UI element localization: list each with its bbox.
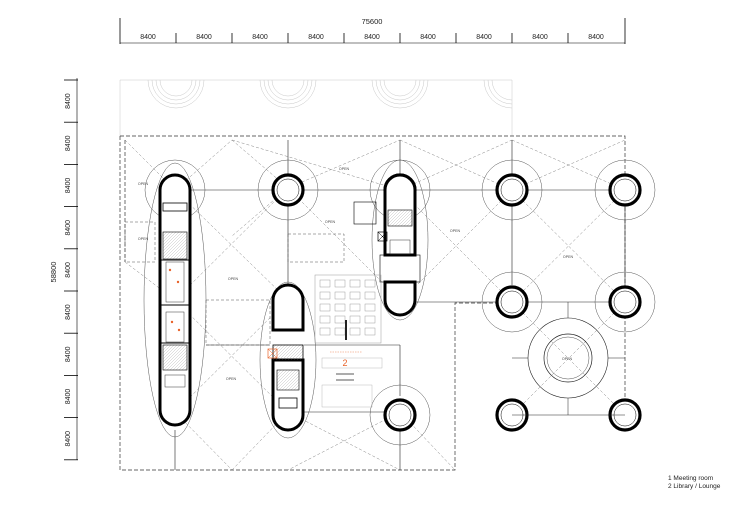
left-service-core xyxy=(143,162,207,438)
slab-outline xyxy=(119,135,626,471)
bay-width-label: 8400 xyxy=(140,34,156,41)
open-label: OPEN xyxy=(450,229,461,233)
upper-canopy-area xyxy=(119,79,513,136)
open-label: OPEN xyxy=(562,357,573,361)
open-label: OPEN xyxy=(563,255,574,259)
column xyxy=(271,173,305,207)
dashed-room-outlines xyxy=(124,221,345,346)
legend-item-meeting-room: 1 Meeting room xyxy=(668,475,714,482)
legend: 1 Meeting room 2 Library / Lounge xyxy=(668,475,720,491)
bay-height-label: 8400 xyxy=(65,346,72,362)
circular-atrium xyxy=(512,302,625,416)
columns xyxy=(271,173,642,432)
bay-height-label: 8400 xyxy=(65,262,72,278)
open-label: OPEN xyxy=(226,377,237,381)
bay-height-label: 8400 xyxy=(65,220,72,236)
bay-width-label: 8400 xyxy=(588,34,604,41)
total-width-label: 75600 xyxy=(362,17,383,26)
open-labels: OPEN OPEN OPEN OPEN OPEN OPEN OPEN OPEN OPEN xyxy=(138,167,574,381)
open-label: OPEN xyxy=(339,167,350,171)
right-service-core xyxy=(353,159,429,321)
bay-height-label: 8400 xyxy=(65,431,72,447)
open-label: OPEN xyxy=(228,277,239,281)
library-lounge-room-number: 2 xyxy=(342,358,347,368)
column xyxy=(383,398,417,432)
bay-width-label: 8400 xyxy=(364,34,380,41)
bay-height-label: 8400 xyxy=(65,93,72,109)
bay-height-label: 8400 xyxy=(65,178,72,194)
void-diagonals xyxy=(124,139,626,471)
bay-width-label: 8400 xyxy=(252,34,268,41)
center-service-core xyxy=(259,281,317,439)
library-lounge-area: 2 xyxy=(314,274,383,408)
open-label: OPEN xyxy=(138,237,149,241)
column xyxy=(495,173,529,207)
bay-width-label: 8400 xyxy=(532,34,548,41)
top-dimension-line: 75600 8400 8400 8400 8400 8400 8400 8400 8400 84… xyxy=(119,17,626,44)
total-height-label: 58800 xyxy=(49,262,58,283)
open-label: OPEN xyxy=(325,220,336,224)
bay-width-label: 8400 xyxy=(308,34,324,41)
column xyxy=(608,285,642,319)
column-rings xyxy=(144,159,656,446)
column xyxy=(495,285,529,319)
bay-width-label: 8400 xyxy=(476,34,492,41)
bay-height-label: 8400 xyxy=(65,389,72,405)
structural-beams xyxy=(174,140,626,470)
open-label: OPEN xyxy=(138,182,149,186)
bay-height-label: 8400 xyxy=(65,135,72,151)
column xyxy=(608,173,642,207)
bay-height-label: 8400 xyxy=(65,304,72,320)
bay-width-label: 8400 xyxy=(196,34,212,41)
left-dimension-line: 58800 8400 8400 8400 8400 8400 8400 8400 8400 84… xyxy=(49,78,78,461)
legend-item-library-lounge: 2 Library / Lounge xyxy=(668,483,721,490)
bay-width-label: 8400 xyxy=(420,34,436,41)
